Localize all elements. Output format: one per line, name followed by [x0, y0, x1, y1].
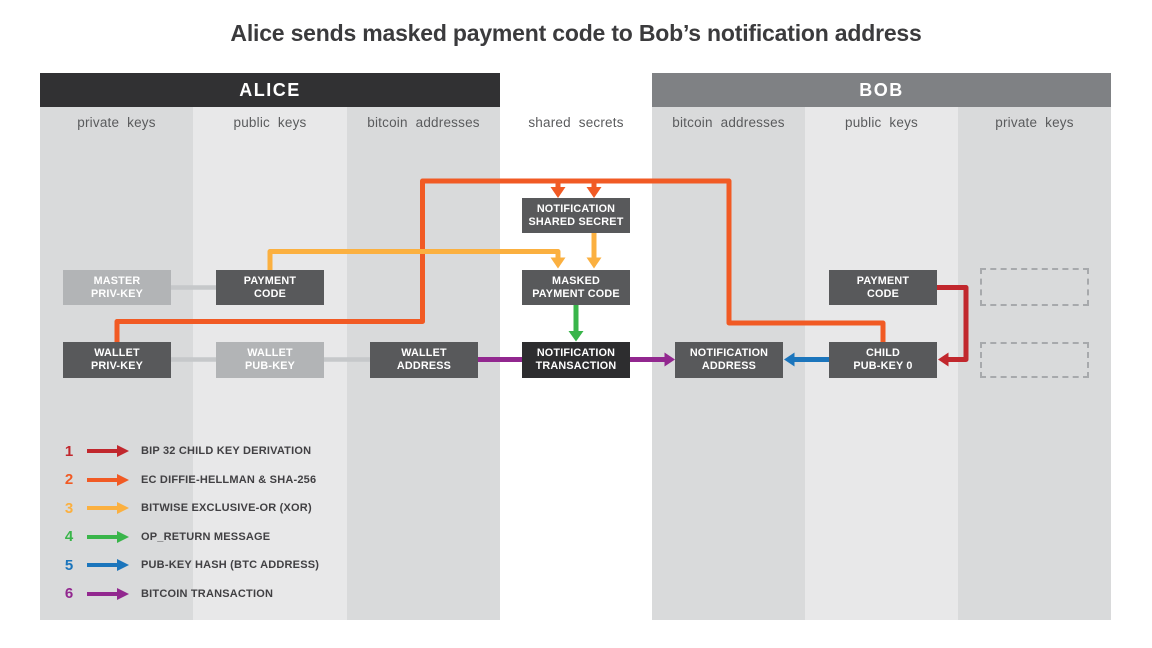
column-label-bob-public-keys: public keys: [845, 114, 918, 130]
legend-label: BITWISE EXCLUSIVE-OR (XOR): [141, 502, 312, 514]
legend-step-number: 4: [64, 528, 74, 545]
legend-label: EC DIFFIE-HELLMAN & SHA-256: [141, 473, 317, 486]
box-label: MASTER: [93, 274, 141, 287]
box-label: PUB-KEY: [245, 360, 295, 372]
box-wallet-pub-key: WALLET PUB-KEY: [216, 342, 324, 378]
legend-item-pubkey-hash: 5 PUB-KEY HASH (BTC ADDRESS): [60, 556, 320, 574]
legend-arrow-icon: [87, 587, 129, 600]
box-wallet-address: WALLET ADDRESS: [370, 342, 478, 378]
box-wallet-priv-key: WALLET PRIV-KEY: [63, 342, 171, 378]
legend-item-opreturn: 4 OP_RETURN MESSAGE: [60, 528, 271, 545]
legend-label: BIP 32 CHILD KEY DERIVATION: [141, 445, 312, 457]
box-label: CODE: [254, 287, 286, 300]
box-label: NOTIFICATION: [536, 202, 616, 215]
box-label: PAYMENT: [856, 274, 910, 287]
box-label: CODE: [867, 287, 899, 300]
legend-label: OP_RETURN MESSAGE: [141, 530, 271, 543]
box-notification-shared-secret: NOTIFICATION SHARED SECRET: [522, 198, 630, 233]
box-label: MASKED: [552, 274, 600, 287]
box-label: NOTIFICATION: [689, 347, 769, 359]
box-label: NOTIFICATION: [536, 347, 616, 359]
box-master-priv-key: MASTER PRIV-KEY: [63, 270, 171, 305]
legend-step-number: 2: [64, 471, 74, 488]
arrowhead-ecdh-right: [586, 187, 602, 198]
box-notification-transaction: NOTIFICATION TRANSACTION: [522, 342, 630, 378]
box-label: WALLET: [401, 347, 447, 359]
box-label: WALLET: [94, 347, 140, 359]
column-label-bob-private-keys: private keys: [995, 114, 1074, 130]
box-masked-payment-code: MASKED PAYMENT CODE: [522, 270, 630, 305]
placeholder-bob-priv-key-1: [980, 268, 1089, 306]
arrowhead-xor-left: [550, 257, 566, 269]
column-label-shared-secrets: shared secrets: [528, 114, 624, 130]
legend-arrow-icon: [87, 530, 129, 543]
legend-arrow-icon: [87, 445, 129, 457]
box-label: PAYMENT CODE: [532, 287, 620, 300]
box-child-pub-key-0: CHILD PUB-KEY 0: [829, 342, 937, 378]
box-payment-code-bob: PAYMENT CODE: [829, 270, 937, 305]
legend-item-bip32: 1 BIP 32 CHILD KEY DERIVATION: [60, 442, 312, 460]
box-payment-code-alice: PAYMENT CODE: [216, 270, 324, 305]
arrowhead-ecdh-left: [550, 187, 566, 198]
legend-arrow-icon: [87, 559, 129, 571]
alice-header: ALICE: [40, 73, 500, 107]
legend-arrow-icon: [87, 502, 129, 514]
legend-step-number: 6: [64, 585, 74, 602]
legend-item-xor: 3 BITWISE EXCLUSIVE-OR (XOR): [60, 499, 312, 517]
box-label: TRANSACTION: [535, 360, 617, 372]
box-label: PRIV-KEY: [91, 287, 143, 300]
box-label: PRIV-KEY: [91, 360, 143, 372]
box-label: PAYMENT: [243, 274, 297, 287]
legend-item-ecdh: 2 EC DIFFIE-HELLMAN & SHA-256: [60, 471, 317, 488]
box-label: PUB-KEY 0: [853, 360, 913, 372]
box-label: ADDRESS: [396, 360, 452, 372]
box-label: ADDRESS: [701, 360, 757, 372]
box-notification-address: NOTIFICATION ADDRESS: [675, 342, 783, 378]
box-label: CHILD: [866, 347, 900, 359]
bob-private-keys-column: [958, 107, 1111, 620]
legend-label: BITCOIN TRANSACTION: [141, 587, 274, 600]
box-label: SHARED SECRET: [528, 215, 624, 228]
legend-arrow-icon: [87, 473, 129, 486]
legend-step-number: 1: [64, 442, 74, 460]
placeholder-bob-priv-key-2: [980, 342, 1089, 378]
arrowhead-opreturn: [568, 331, 584, 342]
arrowhead-xor-right: [586, 257, 602, 269]
column-label-alice-private-keys: private keys: [77, 114, 156, 130]
column-label-alice-bitcoin-addresses: bitcoin addresses: [367, 114, 480, 130]
column-label-bob-bitcoin-addresses: bitcoin addresses: [672, 114, 785, 130]
page-title: Alice sends masked payment code to Bob’s…: [230, 20, 922, 46]
legend-step-number: 5: [64, 556, 74, 574]
legend-step-number: 3: [64, 499, 74, 517]
legend-label: PUB-KEY HASH (BTC ADDRESS): [141, 559, 320, 571]
box-label: WALLET: [247, 347, 293, 359]
bob-header: BOB: [652, 73, 1111, 107]
legend-item-bitcoin-tx: 6 BITCOIN TRANSACTION: [60, 585, 274, 602]
column-label-alice-public-keys: public keys: [233, 114, 307, 130]
